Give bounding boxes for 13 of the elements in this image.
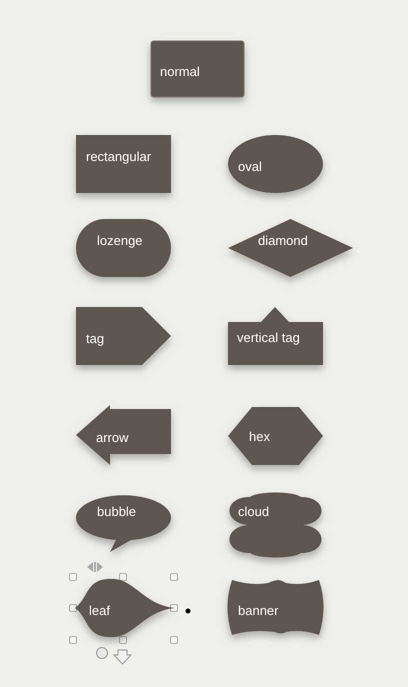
shape-label: rectangular bbox=[86, 149, 152, 164]
shape-label: hex bbox=[249, 429, 270, 444]
shape-label: lozenge bbox=[97, 233, 143, 248]
shape-label: vertical tag bbox=[237, 330, 300, 345]
shape-label: arrow bbox=[96, 430, 129, 445]
shape-label: oval bbox=[238, 159, 262, 174]
shape-label: diamond bbox=[258, 233, 308, 248]
shape-label: normal bbox=[160, 64, 200, 79]
shape-label: cloud bbox=[238, 504, 270, 519]
shape-label: leaf bbox=[89, 603, 110, 618]
shape-label: bubble bbox=[97, 504, 136, 519]
shape-label: banner bbox=[238, 603, 278, 618]
shape-label: tag bbox=[86, 331, 104, 346]
